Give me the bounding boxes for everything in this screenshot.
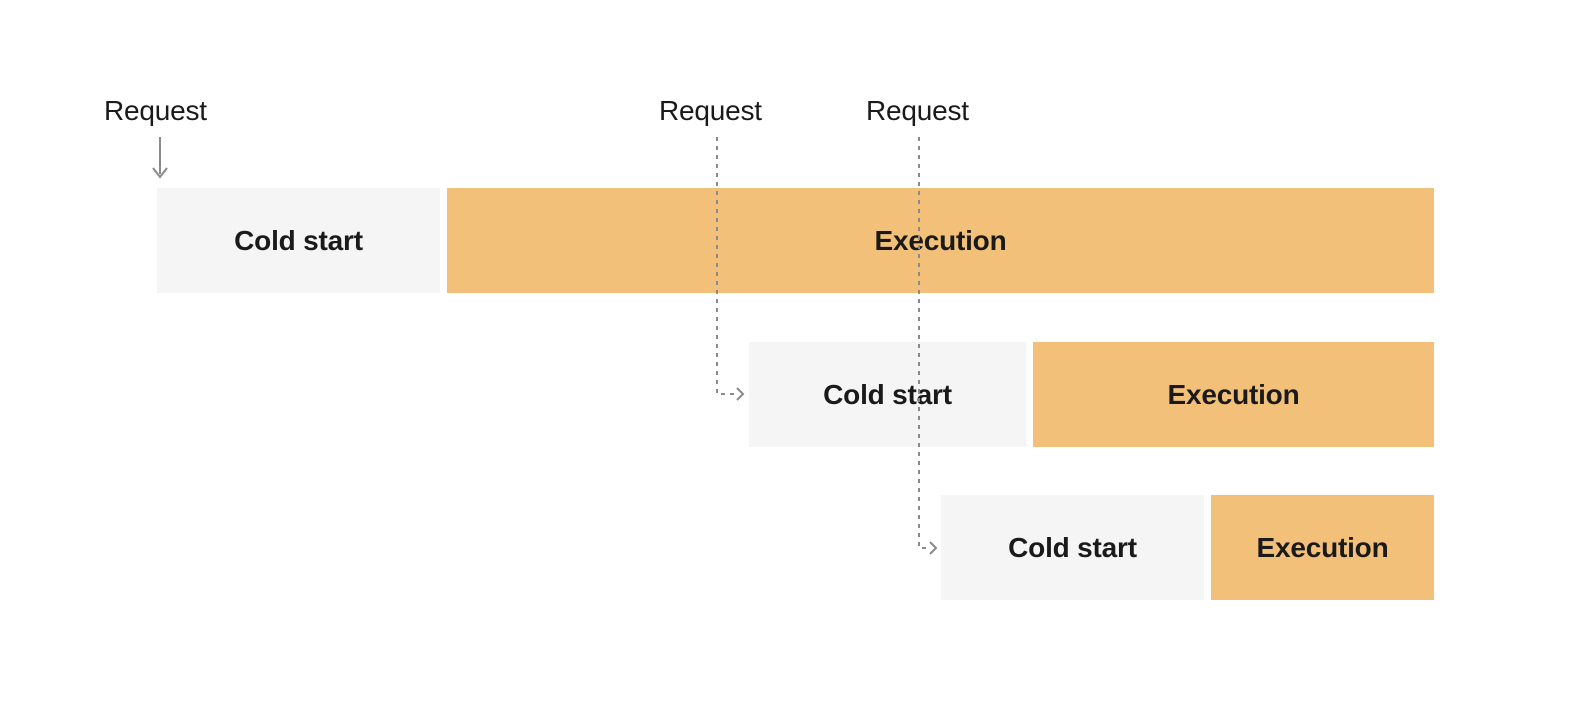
row3-cold-start-bar: Cold start — [941, 495, 1204, 600]
row2-cold-start-bar: Cold start — [749, 342, 1026, 447]
row3-execution-bar: Execution — [1211, 495, 1434, 600]
request-label-1: Request — [104, 95, 207, 126]
row1-execution-label: Execution — [874, 224, 1007, 256]
row1-cold-start-bar: Cold start — [157, 188, 440, 293]
request-label-3: Request — [866, 95, 969, 126]
row3-execution-label: Execution — [1256, 531, 1389, 563]
row1-execution-bar: Execution — [447, 188, 1434, 293]
row2-execution-label: Execution — [1167, 378, 1300, 410]
request-1-down-arrow-icon — [152, 137, 168, 179]
request-label-2: Request — [659, 95, 762, 126]
row2-execution-bar: Execution — [1033, 342, 1434, 447]
row3-cold-start-label: Cold start — [1008, 531, 1137, 563]
row1-cold-start-label: Cold start — [234, 224, 363, 256]
row2-cold-start-label: Cold start — [823, 378, 952, 410]
